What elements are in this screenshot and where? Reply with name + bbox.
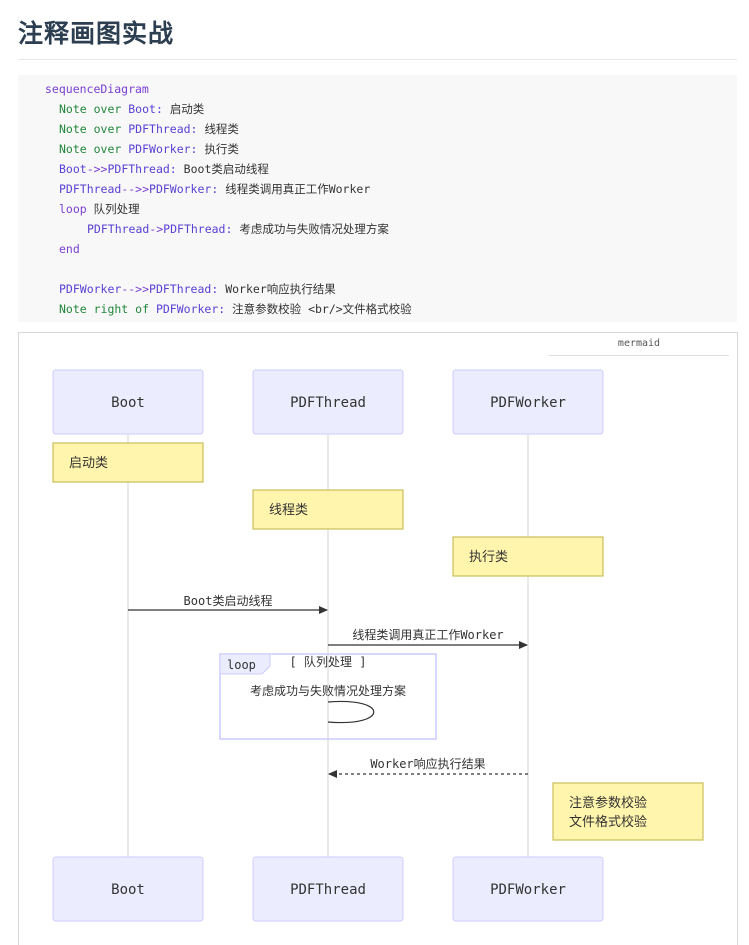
code-actor: PDFThread: <box>149 282 219 296</box>
code-text: 考虑成功与失败情况处理方案 <box>239 222 389 236</box>
code-line-4: Note over PDFWorker: 执行类 <box>59 139 239 159</box>
actor-boot-top: Boot <box>52 369 204 435</box>
code-block[interactable]: sequenceDiagram Note over Boot: 启动类 Note… <box>18 75 737 322</box>
code-text: Worker响应执行结果 <box>225 282 336 296</box>
message-label-4: Worker响应执行结果 <box>370 756 485 771</box>
code-target: PDFWorker: <box>128 142 198 156</box>
message-label-1: Boot类启动线程 <box>184 593 273 608</box>
code-keyword: Note right of <box>59 302 150 316</box>
code-arrow: -->> <box>121 282 150 296</box>
note-line-2: 文件格式校验 <box>569 814 647 830</box>
code-actor: PDFWorker <box>59 282 122 296</box>
code-text: Boot类启动线程 <box>183 162 269 176</box>
note-label: 线程类 <box>269 503 308 518</box>
actor-label: PDFWorker <box>490 395 566 411</box>
code-arrow: -->> <box>121 182 150 196</box>
loop-keyword: loop <box>227 658 256 672</box>
code-actor: PDFThread: <box>163 222 233 236</box>
diagram-canvas: Boot PDFThread PDFWorker 启动类 线程类 执行类 Boo… <box>52 369 704 922</box>
code-text: 线程类 <box>204 122 239 136</box>
note-pdfthread: 线程类 <box>252 489 404 530</box>
code-actor: PDFThread <box>87 222 150 236</box>
code-arrow: -> <box>149 222 164 236</box>
actor-pdfworker-top: PDFWorker <box>452 369 604 435</box>
code-keyword: Note over <box>59 142 122 156</box>
page-title: 注释画图实战 <box>18 19 175 48</box>
actor-label: PDFWorker <box>490 882 566 898</box>
code-text: 启动类 <box>169 102 205 116</box>
note-right-pdfworker: 注意参数校验 文件格式校验 <box>552 782 704 841</box>
sequence-diagram: mermaid Boot PDFThread PDFWorker 启动类 <box>18 332 738 945</box>
code-line-9: end <box>59 239 80 259</box>
code-target: Boot: <box>128 102 163 116</box>
note-boot: 启动类 <box>52 442 204 483</box>
actor-label: Boot <box>111 882 145 898</box>
code-line-8: PDFThread->PDFThread: 考虑成功与失败情况处理方案 <box>87 219 389 239</box>
actor-label: PDFThread <box>290 882 366 898</box>
code-actor: PDFThread <box>59 182 122 196</box>
code-text: 线程类调用真正工作Worker <box>225 182 371 196</box>
actor-boot-bottom: Boot <box>52 856 204 922</box>
code-line-3: Note over PDFThread: 线程类 <box>59 119 239 139</box>
loop-label: [ 队列处理 ] <box>290 654 367 669</box>
actor-pdfthread-top: PDFThread <box>252 369 404 435</box>
self-message-arrow <box>327 700 375 724</box>
note-label: 执行类 <box>469 550 508 565</box>
code-keyword: Note over <box>59 122 122 136</box>
code-line-7: loop 队列处理 <box>59 199 140 219</box>
code-text: 队列处理 <box>93 202 140 216</box>
note-label: 启动类 <box>69 456 108 471</box>
code-line-10: PDFWorker-->>PDFThread: Worker响应执行结果 <box>59 279 336 299</box>
title-divider <box>18 59 737 60</box>
code-line-6: PDFThread-->>PDFWorker: 线程类调用真正工作Worker <box>59 179 370 199</box>
note-line-1: 注意参数校验 <box>569 795 647 811</box>
code-keyword: sequenceDiagram <box>45 82 149 96</box>
actor-label: Boot <box>111 395 145 411</box>
actor-pdfthread-bottom: PDFThread <box>252 856 404 922</box>
code-actor: PDFWorker: <box>149 182 219 196</box>
code-line-1: sequenceDiagram <box>45 79 149 99</box>
code-line-2: Note over Boot: 启动类 <box>59 99 204 119</box>
code-arrow: ->> <box>86 162 108 176</box>
diagram-type-label: mermaid <box>549 333 729 356</box>
actor-pdfworker-bottom: PDFWorker <box>452 856 604 922</box>
code-line-5: Boot->>PDFThread: Boot类启动线程 <box>59 159 269 179</box>
note-pdfworker: 执行类 <box>452 536 604 577</box>
code-target: PDFThread: <box>128 122 198 136</box>
actor-label: PDFThread <box>290 395 366 411</box>
code-target: PDFWorker: <box>155 302 226 316</box>
message-label-3: 考虑成功与失败情况处理方案 <box>250 683 406 698</box>
code-keyword: Note over <box>59 102 122 116</box>
code-text: 注意参数校验 <br/>文件格式校验 <box>232 302 412 316</box>
code-keyword: loop <box>59 202 87 216</box>
code-actor: Boot <box>59 162 87 176</box>
message-label-2: 线程类调用真正工作Worker <box>352 627 503 642</box>
code-text: 执行类 <box>204 142 239 156</box>
loop-block: loop [ 队列处理 ] <box>219 653 437 740</box>
code-keyword: end <box>59 242 80 256</box>
code-actor: PDFThread: <box>107 162 177 176</box>
code-line-11: Note right of PDFWorker: 注意参数校验 <br/>文件格… <box>59 299 412 319</box>
